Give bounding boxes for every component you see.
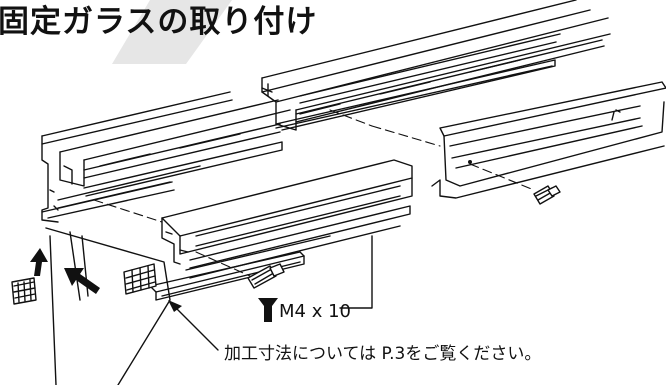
screw-spec-label: M4 x 10 (279, 301, 351, 322)
screw-center (247, 263, 285, 289)
watermark-shape (112, 0, 232, 64)
assembly-guide-lines (93, 109, 535, 277)
screw-right (533, 185, 561, 205)
gasket-strip-left (11, 277, 37, 305)
reference-note-arrow (169, 301, 219, 351)
gasket-strip-center (123, 263, 157, 295)
right-glazing-bead (431, 81, 666, 199)
direction-arrow-center (64, 268, 100, 294)
direction-arrow-left (30, 248, 48, 276)
screw-spec-leader (339, 235, 373, 309)
lower-frame-rail (41, 91, 291, 223)
glass-pane (45, 227, 171, 385)
countersunk-screw-icon (258, 298, 278, 322)
reference-note-arrowhead (168, 300, 182, 312)
reference-note: 加工寸法については P.3をご覧ください。 (224, 344, 542, 364)
upper-frame-rail (261, 0, 611, 131)
page-title: 固定ガラスの取り付け (0, 4, 318, 40)
